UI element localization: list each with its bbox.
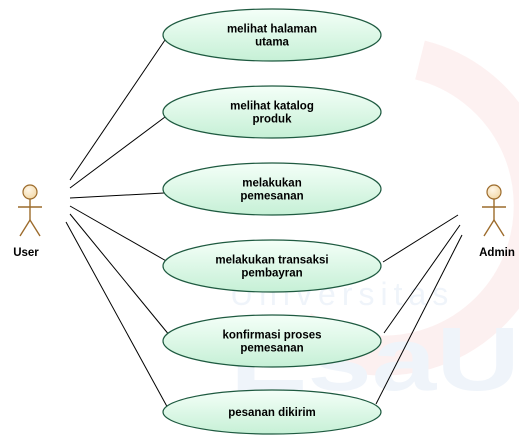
use-case-label: melihat halaman (227, 24, 317, 36)
actors-group: User Admin (13, 184, 515, 259)
actor-stick-figure-icon (482, 184, 506, 237)
actor-stick-figure-icon (18, 184, 42, 237)
use-case-label: pemesanan (240, 343, 303, 355)
use-case-ellipse (162, 314, 382, 368)
actor-user[interactable]: User (13, 184, 42, 259)
use-case-ellipse (162, 8, 382, 62)
association-line-user-uc4 (69, 205, 169, 263)
use-case-label: pesanan dikirim (228, 407, 316, 419)
use-case-ellipse (162, 85, 382, 139)
use-case-label: melihat katalog (230, 101, 314, 113)
use-case-label: konfirmasi proses (222, 330, 321, 342)
use-case-label: melakukan transaksi (215, 255, 328, 267)
actor-admin[interactable]: Admin (479, 184, 515, 259)
use-case-label: utama (255, 37, 289, 49)
association-line-user-uc6 (65, 221, 171, 413)
use-case-ellipse (162, 239, 382, 293)
association-line-admin-uc6 (375, 234, 463, 405)
association-line-user-uc2 (69, 116, 166, 189)
association-lines (65, 39, 463, 413)
use-case-uc6[interactable]: pesanan dikirim (162, 389, 382, 435)
use-case-label: produk (253, 114, 293, 126)
actor-label-admin: Admin (479, 247, 515, 259)
use-case-label: pembayran (241, 268, 302, 280)
association-line-user-uc3 (69, 192, 165, 199)
use-case-label: pemesanan (240, 191, 303, 203)
association-line-admin-uc5 (383, 224, 461, 334)
association-line-user-uc5 (69, 213, 171, 337)
actor-label-user: User (13, 247, 39, 259)
association-line-admin-uc4 (382, 214, 459, 263)
use-case-ellipse (162, 389, 382, 435)
use-case-label: melakukan (242, 178, 301, 190)
association-line-user-uc1 (69, 39, 166, 181)
use-case-ellipse (162, 162, 382, 216)
